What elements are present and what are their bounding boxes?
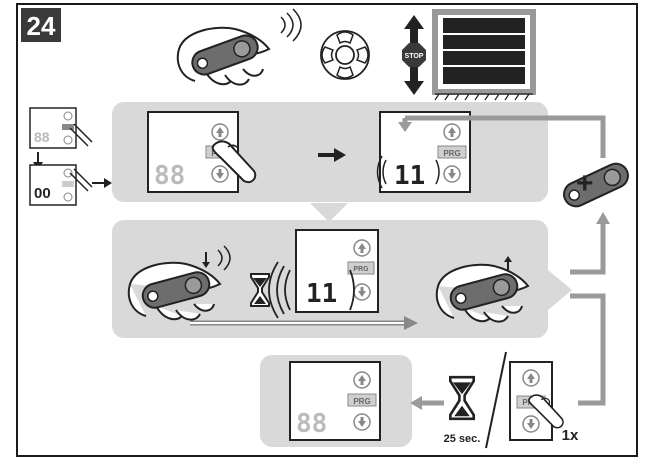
panel-connector: [310, 203, 348, 222]
remote-hand-release-icon: [435, 256, 529, 323]
plus-sign: +: [576, 167, 594, 200]
add-remote-icon: +: [559, 158, 633, 212]
press-count: 1x: [562, 427, 579, 444]
prg-label-4: PRG: [353, 397, 370, 406]
mini-display-zero: 00: [34, 185, 51, 202]
receiver-display-4: PRG 88: [289, 361, 381, 441]
step-number: 24: [27, 11, 56, 41]
up-down-arrow-icon: STOP: [402, 15, 426, 95]
display-dashes-2: 88: [296, 409, 327, 439]
display-one-2: 11: [306, 279, 337, 309]
or-divider: [485, 351, 507, 449]
remote-hand-press-icon: [127, 245, 231, 321]
stop-label: STOP: [405, 53, 424, 60]
remote-hand-icon: [176, 8, 302, 86]
receiver-mini-bottom: 00: [29, 164, 93, 206]
wait-time-label: 25 sec.: [444, 433, 481, 445]
display-one: 11: [394, 161, 425, 191]
receiver-mini-top: 88: [29, 107, 93, 149]
prg-label-2: PRG: [443, 149, 460, 158]
step-number-box: [21, 8, 61, 42]
receiver-display-2: PRG 11: [376, 111, 471, 193]
prg-label-3: PRG: [353, 266, 369, 273]
garage-door-icon: [432, 9, 536, 101]
stop-sign: [402, 43, 426, 67]
mini-display-dashes: 88: [34, 129, 50, 145]
display-dashes: 88: [154, 161, 185, 191]
receiver-display-3: PRG 11: [295, 229, 379, 313]
direction-pad-icon: [320, 30, 370, 80]
